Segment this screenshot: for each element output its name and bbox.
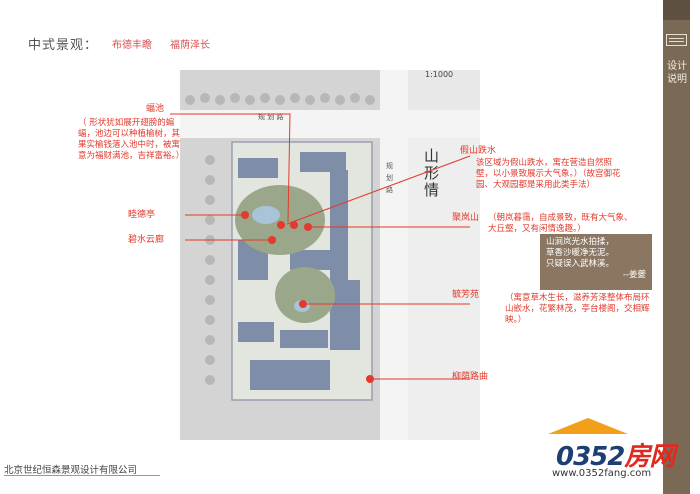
plot-ne [408, 70, 480, 110]
page-title: 中式景观： [28, 38, 99, 53]
poem-line: 只疑误入武林溪。 [546, 259, 615, 269]
watermark-logo: 0352房网 [556, 436, 675, 473]
company-underline [4, 475, 160, 476]
tree-row [185, 93, 375, 385]
road-horizontal [180, 110, 480, 138]
callout-gather-hill-title: 聚岚山 [452, 213, 480, 223]
building-i [250, 360, 330, 390]
building-c [330, 170, 348, 280]
poem-line: 山涧岚光水拍揉， [546, 237, 615, 247]
building-h [280, 330, 328, 348]
marker-bat-pool [277, 221, 285, 229]
watermark-url: www.0352fang.com [552, 468, 652, 479]
callout-fragrance-garden-title: 毓芳苑 [452, 290, 480, 300]
callout-willow-path-title: 柳荫路曲 [452, 372, 489, 382]
central-garden [235, 185, 325, 255]
poem-box: 山涧岚光水拍揉， 草香沙暖净无泥。 只疑误入武林溪。 --姜夔 [540, 234, 652, 290]
site-plan [180, 70, 480, 440]
page-subtitle-2: 福荫泽长 [170, 40, 210, 51]
company-name: 北京世纪恒森景观设计有限公司 [4, 465, 138, 476]
callout-rockery-body: 该区域为假山跌水，寓在营造自然照壁，以小景致展示大气象。）（故宫御花园、大观园都… [476, 158, 621, 190]
building-d [330, 280, 360, 350]
callout-fragrance-garden-body: （寓意草木生长，滋养芳泽整体布局环山嵌水，花繁林茂，亭台楼阁，交相辉映。） [505, 293, 650, 325]
sidebar-label: 设计说明 [667, 61, 687, 85]
marker-rockery [290, 221, 298, 229]
bat-pool-water [252, 206, 280, 224]
callout-bat-pool-title: 蝠池 [146, 104, 165, 114]
callout-bat-pool-body: （ 形状犹如展开翅膀的蝙蝠，池边可以种植榆树，其果实榆钱落入池中时，被寓意为福财… [78, 118, 185, 161]
callout-corridor-title: 碧水云廊 [128, 235, 165, 245]
house-roof-icon [548, 418, 628, 434]
callout-pavilion-title: 睦德亭 [128, 210, 156, 220]
leader-rockery [286, 155, 471, 225]
road-label-right: 规 划 路 [386, 162, 393, 194]
south-garden [275, 267, 335, 323]
scale-label: 1:1000 [425, 70, 454, 79]
callout-gather-hill-body: （朝岚暮霭，自成景致，既有大气象、大丘壑，又有闲情逸趣。） [488, 213, 633, 234]
road-vertical [380, 70, 408, 440]
logo-brand: 房网 [624, 442, 675, 472]
logo-number: 0352 [556, 442, 625, 472]
sidebar-top [663, 0, 690, 20]
poem-author: --姜夔 [622, 270, 646, 280]
road-label-top: 规 划 路 [258, 113, 284, 121]
building-e [290, 250, 330, 270]
building-b [300, 152, 346, 172]
building-a [238, 158, 278, 178]
poem-line: 草香沙暖净无泥。 [546, 248, 615, 258]
callout-rockery-title: 假山跌水 [460, 146, 497, 156]
plot-east [408, 138, 480, 440]
leader-bat-pool [170, 113, 291, 223]
sidebar-strip [663, 0, 690, 494]
building-g [238, 322, 274, 342]
page-subtitle-1: 布德丰瞻 [112, 40, 152, 51]
site-plan-drawing [180, 70, 480, 440]
book-icon [666, 34, 687, 46]
